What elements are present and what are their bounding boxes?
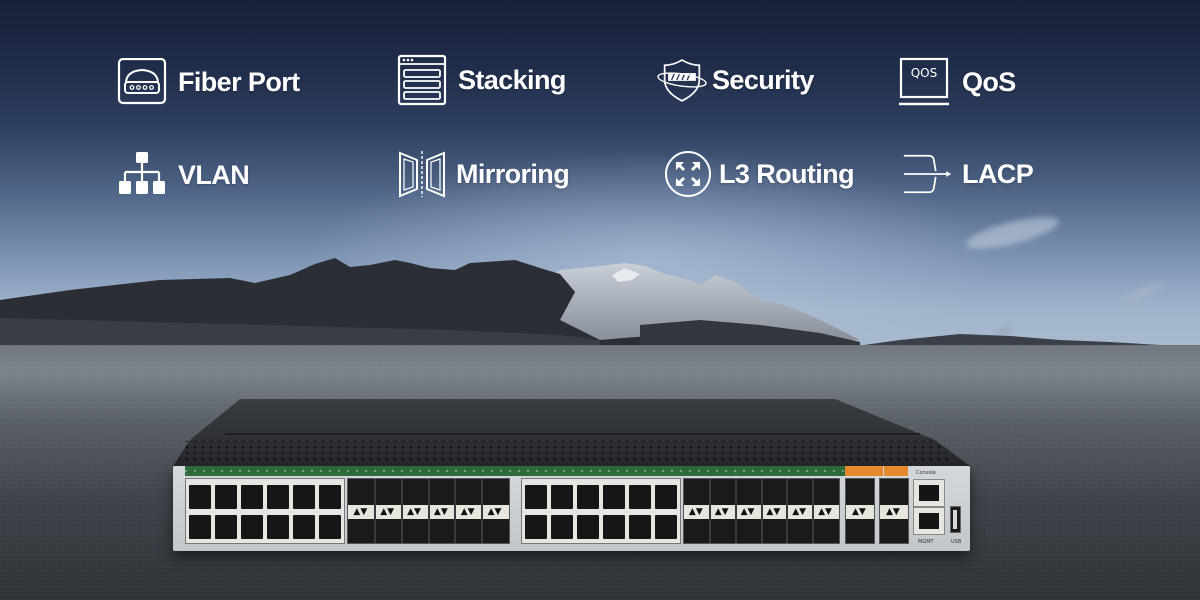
sfp-port-group-2: ▲▼ ▲▼ ▲▼ ▲▼ ▲▼ ▲▼ [683, 478, 840, 544]
rj45-port [241, 515, 263, 539]
console-label: Console [916, 470, 936, 476]
port-arrow-icon: ▲▼ [407, 507, 421, 517]
port-arrow-icon: ▲▼ [487, 507, 502, 517]
rj45-port-group-1 [185, 478, 345, 544]
rj45-port [215, 515, 237, 539]
port-arrow-icon: ▲▼ [792, 507, 807, 517]
lacp-icon [902, 148, 954, 200]
feature-label: VLAN [178, 159, 250, 190]
rj45-port [603, 485, 625, 509]
feature-l3-routing: L3 Routing [662, 148, 855, 200]
console-port [913, 479, 945, 507]
qos-icon-text: QOS [910, 66, 938, 80]
rj45-port [293, 515, 315, 539]
feature-label: Security [712, 64, 814, 95]
feature-label: Mirroring [456, 158, 570, 189]
feature-label: QoS [962, 66, 1016, 97]
rj45-port [525, 485, 547, 509]
port-arrow-icon: ▲▼ [852, 507, 866, 517]
rj45-port [629, 515, 651, 539]
uplink-sfp-25-26: ▲▼ [845, 478, 875, 544]
sfp-cage-divider [481, 479, 484, 543]
sfp-cage-divider [427, 479, 430, 543]
status-led-strip [185, 466, 845, 476]
port-arrow-icon: ▲▼ [353, 507, 368, 517]
sfp-cage-divider [760, 479, 763, 543]
usb-label: USB [951, 539, 962, 545]
uplink-label-right [884, 466, 908, 476]
mgmt-port [913, 507, 945, 535]
rj45-port [319, 515, 341, 539]
sfp-cage-divider [400, 479, 403, 543]
mountain-range [0, 258, 1200, 350]
rj45-port [241, 485, 263, 509]
rj45-port [551, 485, 573, 509]
sfp-cage-divider [708, 479, 711, 543]
sfp-cage-divider [454, 479, 457, 543]
port-arrow-icon: ▲▼ [740, 507, 755, 517]
rj45-port [525, 515, 547, 539]
switch-faceplate: ▲▼▲▼▲▼▲▼▲▼▲▼ ▲▼▲▼▲▼▲▼▲▼▲▼ ▲▼ ▲▼ Console … [173, 466, 970, 551]
usb-port [950, 506, 961, 533]
port-arrow-icon: ▲▼ [433, 507, 448, 517]
feature-stacking: Stacking [396, 54, 566, 106]
rj45-port [603, 515, 625, 539]
port-arrow-icon: ▲▼ [886, 507, 900, 517]
port-arrow-icon: ▲▼ [818, 507, 832, 517]
feature-vlan: VLAN [116, 149, 250, 201]
sfp-cage-divider [734, 479, 737, 543]
rj45-port [319, 485, 341, 509]
rj45-port [293, 485, 315, 509]
feature-lacp: LACP [902, 148, 1034, 200]
feature-label: LACP [962, 158, 1034, 189]
feature-security: Security [656, 54, 814, 106]
port-arrow-icon: ▲▼ [380, 507, 395, 517]
port-arrow-icon: ▲▼ [688, 507, 703, 517]
sfp-label-strip [880, 505, 908, 519]
rj45-port [215, 485, 237, 509]
qos-icon: QOS [898, 56, 950, 108]
rj45-port [189, 515, 211, 539]
sfp-cage-divider [373, 479, 376, 543]
mgmt-label: MGMT [918, 539, 934, 545]
port-arrow-icon: ▲▼ [714, 507, 729, 517]
rj45-port [267, 485, 289, 509]
sfp-cage-divider [812, 479, 815, 543]
port-arrow-icon: ▲▼ [460, 507, 475, 517]
sfp-port-group-1: ▲▼ ▲▼ ▲▼ ▲▼ ▲▼ ▲▼ [347, 478, 510, 544]
stacking-icon [396, 54, 448, 106]
fiber-port-icon [116, 56, 168, 108]
rj45-port [577, 515, 599, 539]
feature-mirroring: Mirroring [396, 148, 570, 200]
shield-icon [656, 54, 708, 106]
feature-qos: QOS QoS [898, 56, 1016, 108]
sfp-cage-divider [786, 479, 789, 543]
routing-icon [662, 148, 714, 200]
rj45-port [655, 515, 677, 539]
uplink-label-left [845, 466, 883, 476]
rj45-port [655, 485, 677, 509]
rj45-port [267, 515, 289, 539]
rj45-port [189, 485, 211, 509]
rj45-port-group-2 [521, 478, 681, 544]
feature-label: L3 Routing [719, 158, 855, 189]
uplink-sfp-27-28: ▲▼ [879, 478, 909, 544]
feature-label: Stacking [458, 64, 566, 95]
port-arrow-icon: ▲▼ [766, 507, 781, 517]
rj45-port [629, 485, 651, 509]
rj45-port [577, 485, 599, 509]
feature-label: Fiber Port [178, 66, 300, 97]
vlan-tree-icon [116, 149, 168, 201]
mirroring-icon [396, 148, 448, 200]
rj45-port [551, 515, 573, 539]
feature-fiber-port: Fiber Port [116, 56, 300, 108]
sfp-label-strip [846, 505, 874, 519]
